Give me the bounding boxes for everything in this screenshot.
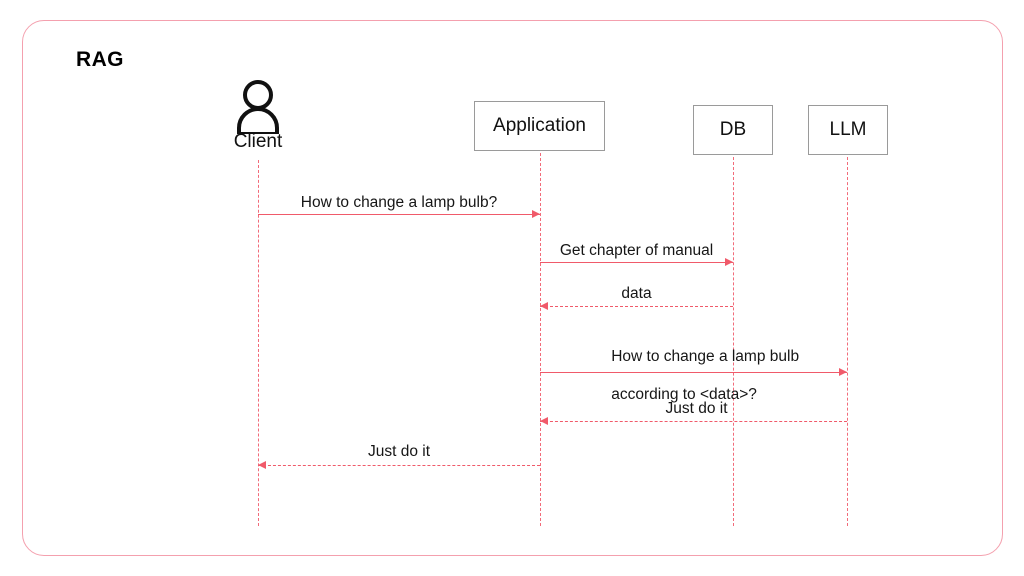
participant-client[interactable]	[232, 78, 284, 136]
lifeline-client	[258, 160, 259, 526]
message-arrowhead-3	[540, 301, 548, 310]
message-label-3: data	[621, 285, 652, 302]
message-line-1	[258, 214, 540, 215]
message-line-3	[540, 306, 733, 307]
participant-label-db: DB	[719, 119, 747, 140]
participant-label-client: Client	[233, 131, 283, 152]
message-label-4-line2: according to <data>?	[611, 386, 757, 403]
message-arrowhead-1	[532, 209, 540, 218]
participant-application[interactable]: Application	[474, 101, 605, 151]
lifeline-llm	[847, 157, 848, 526]
message-line-6	[258, 465, 540, 466]
message-label-2: Get chapter of manual	[559, 242, 714, 259]
lifeline-application	[540, 153, 541, 526]
message-arrowhead-6	[258, 460, 266, 469]
participant-llm[interactable]: LLM	[808, 105, 888, 155]
message-label-6: Just do it	[367, 443, 431, 460]
user-actor-icon	[237, 80, 279, 136]
participant-db[interactable]: DB	[693, 105, 773, 155]
lifeline-db	[733, 157, 734, 526]
message-label-4-line1: How to change a lamp bulb	[611, 348, 800, 365]
message-line-4	[540, 372, 847, 373]
message-arrowhead-5	[540, 416, 548, 425]
message-arrowhead-2	[725, 257, 733, 266]
page-title: RAG	[76, 48, 124, 71]
message-label-4: How to change a lamp bulb according to <…	[594, 328, 854, 423]
participant-label-llm: LLM	[829, 119, 867, 140]
message-label-5: Just do it	[665, 400, 728, 417]
message-line-2	[540, 262, 733, 263]
message-line-5	[540, 421, 847, 422]
message-arrowhead-4	[839, 367, 847, 376]
message-label-1: How to change a lamp bulb?	[300, 194, 498, 211]
participant-label-application: Application	[493, 115, 586, 136]
